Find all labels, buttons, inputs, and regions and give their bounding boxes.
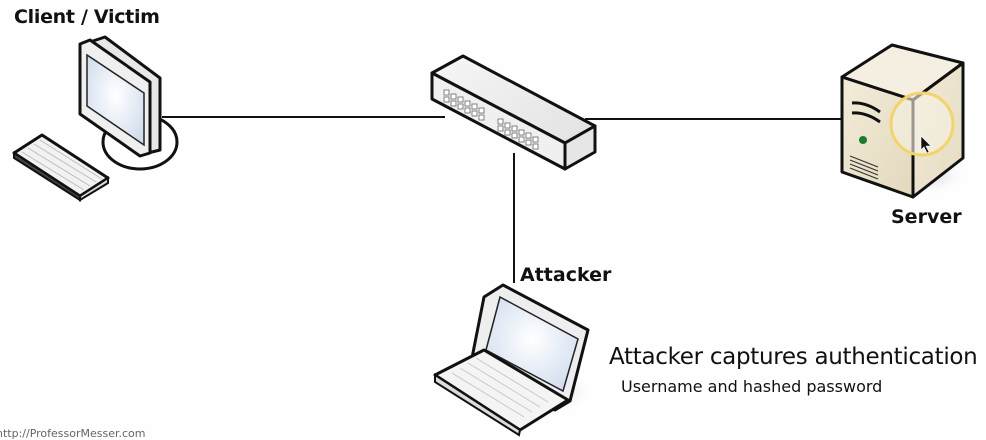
- client-victim-label: Client / Victim: [14, 6, 160, 28]
- network-switch-icon: [430, 54, 597, 171]
- desktop-computer-icon: [12, 35, 185, 202]
- footer-url: http://ProfessorMesser.com: [0, 427, 146, 440]
- caption-subtitle: Username and hashed password: [621, 377, 883, 396]
- laptop-icon: [433, 283, 592, 437]
- tower-server-icon: [840, 43, 968, 199]
- attacker-label: Attacker: [520, 264, 612, 286]
- mouse-cursor-icon: [920, 135, 932, 154]
- cursor-highlight-ring: [889, 91, 955, 157]
- server-led: [859, 136, 867, 144]
- server-label: Server: [891, 206, 962, 228]
- caption-title: Attacker captures authentication: [609, 344, 978, 370]
- connection-lines: [162, 116, 842, 283]
